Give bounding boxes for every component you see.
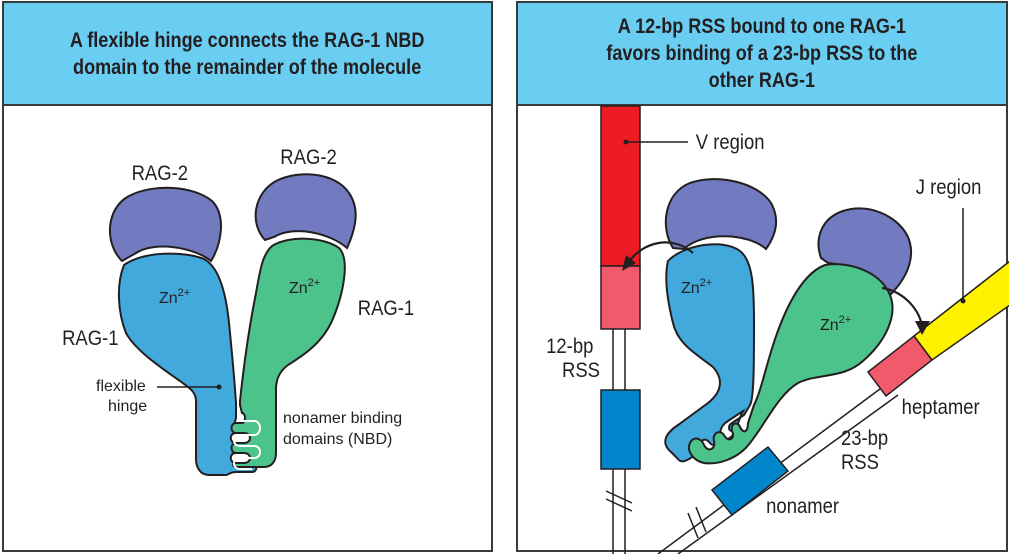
label-nbd-2: domains (NBD) [283, 431, 392, 448]
label-rag2-left: RAG-2 [132, 162, 188, 185]
j-region-leader-dot [960, 298, 966, 304]
label-nonamer: nonamer [766, 495, 839, 518]
left-panel-title: A flexible hinge connects the RAG-1 NBD … [70, 28, 425, 79]
label-flexible-hinge-1: flexible [96, 378, 146, 395]
dna-23-break-1 [687, 512, 699, 539]
zn-right-label: Zn2+ [820, 314, 851, 334]
nonamer-23-segment [710, 445, 790, 517]
v-region-leader-dot [623, 139, 629, 145]
right-panel-header: A 12-bp RSS bound to one RAG-1 favors bi… [518, 3, 1006, 106]
arrow-to-v-region [627, 241, 694, 264]
left-panel-header: A flexible hinge connects the RAG-1 NBD … [4, 3, 491, 106]
label-j-region: J region [916, 176, 982, 199]
left-diagram: RAG-2 RAG-2 RAG-1 RAG-1 Zn2+ Zn2+ flexib… [62, 146, 414, 476]
v-region-segment [600, 105, 641, 267]
right-panel-title: A 12-bp RSS bound to one RAG-1 favors bi… [606, 15, 918, 92]
label-rag1-left: RAG-1 [62, 327, 118, 350]
dna-23-strand-b [677, 394, 899, 554]
heptamer-12-segment [600, 265, 641, 330]
label-23bp-1: 23-bp [841, 427, 888, 450]
zn-left-label: Zn2+ [159, 287, 190, 307]
arrow-head-j [915, 321, 930, 335]
right-panel: A 12-bp RSS bound to one RAG-1 favors bi… [516, 1, 1009, 554]
rag1-right-shape [688, 263, 894, 465]
arrow-to-j-region [881, 286, 924, 326]
zn-right-label: Zn2+ [289, 277, 320, 297]
dna-12-break-2 [605, 498, 633, 512]
label-12bp-2: RSS [562, 359, 600, 382]
label-rag2-right: RAG-2 [280, 146, 336, 169]
right-diagram: V region J region 12-bp RSS 23-bp RSS he… [546, 105, 1009, 554]
nonamer-12-segment [600, 389, 641, 470]
rag2-right-shape [254, 173, 357, 250]
label-rag1-right: RAG-1 [358, 297, 414, 320]
zn-left-label: Zn2+ [681, 277, 712, 297]
label-nbd-1: nonamer binding [283, 410, 402, 427]
label-12bp-1: 12-bp [546, 335, 593, 358]
label-flexible-hinge-2: hinge [108, 398, 147, 415]
label-v-region: V region [696, 131, 765, 154]
label-heptamer: heptamer [902, 396, 980, 419]
arrow-head-v [622, 255, 636, 271]
j-region-segment [912, 260, 1009, 362]
rag2-left-shape [109, 186, 222, 263]
dna-23-break-2 [695, 506, 707, 533]
rag1-right-shape [230, 237, 346, 468]
rag1-left-shape [117, 252, 258, 476]
rag2-left-shape [664, 178, 778, 251]
hinge-leader-dot [216, 384, 222, 390]
left-panel: A flexible hinge connects the RAG-1 NBD … [2, 1, 493, 552]
nbd-interdigitation [233, 420, 261, 470]
dna-12-break-1 [605, 490, 633, 504]
label-23bp-2: RSS [841, 451, 879, 474]
